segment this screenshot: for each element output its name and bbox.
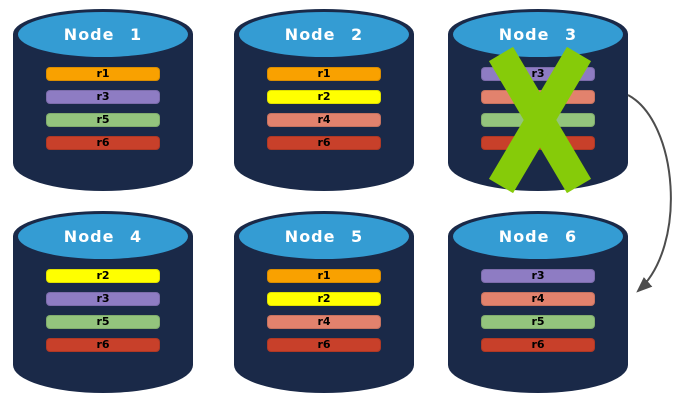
replica-bar-r2: r2 <box>267 90 381 104</box>
node-cylinder-body <box>234 236 414 393</box>
replica-bar-r5: r5 <box>46 113 160 127</box>
replica-bar-r6: r6 <box>481 338 595 352</box>
node-cylinder-1: r1 r3 r5 r6 Node 1 <box>13 9 193 191</box>
node-title: Node 4 <box>63 227 143 246</box>
replica-bar-r1: r1 <box>46 67 160 81</box>
replica-bar-r1: r1 <box>267 269 381 283</box>
replica-list: r2 r3 r5 r6 <box>46 269 160 352</box>
replica-bar-r3: r3 <box>481 269 595 283</box>
node-cylinder-top: Node 1 <box>18 12 188 57</box>
node-cylinder-top: Node 5 <box>239 214 409 259</box>
node-cylinder-body <box>448 236 628 393</box>
node-cylinder-body <box>234 34 414 191</box>
node-title: Node 5 <box>284 227 364 246</box>
replica-bar-r2: r2 <box>46 269 160 283</box>
replica-bar-r5: r5 <box>46 315 160 329</box>
replica-bar-r6: r6 <box>267 136 381 150</box>
node-cylinder-top: Node 2 <box>239 12 409 57</box>
replica-bar-r2: r2 <box>267 292 381 306</box>
replica-bar-r5: r5 <box>481 315 595 329</box>
replica-bar-r3: r3 <box>46 292 160 306</box>
crash-x-icon <box>488 47 592 193</box>
replica-bar-r4: r4 <box>267 315 381 329</box>
node-title: Node 3 <box>498 25 578 44</box>
replica-bar-r1: r1 <box>267 67 381 81</box>
replica-list: r3 r4 r5 r6 <box>481 269 595 352</box>
node-cylinder-top: Node 3 <box>453 12 623 57</box>
node-cylinder-body <box>13 236 193 393</box>
node-title: Node 2 <box>284 25 364 44</box>
node-title: Node 6 <box>498 227 578 246</box>
replica-list: r1 r3 r5 r6 <box>46 67 160 150</box>
node-cylinder-5: r1 r2 r4 r6 Node 5 <box>234 211 414 393</box>
replica-bar-r4: r4 <box>481 292 595 306</box>
replica-bar-r4: r4 <box>267 113 381 127</box>
replica-bar-r3: r3 <box>46 90 160 104</box>
replica-list: r1 r2 r4 r6 <box>267 269 381 352</box>
node-cylinder-6: r3 r4 r5 r6 Node 6 <box>448 211 628 393</box>
node-title: Node 1 <box>63 25 143 44</box>
node-cylinder-4: r2 r3 r5 r6 Node 4 <box>13 211 193 393</box>
node-cylinder-top: Node 4 <box>18 214 188 259</box>
replica-bar-r6: r6 <box>267 338 381 352</box>
node-cylinder-top: Node 6 <box>453 214 623 259</box>
failover-arrow-path <box>627 94 672 293</box>
node-cylinder-body <box>13 34 193 191</box>
replica-list: r1 r2 r4 r6 <box>267 67 381 150</box>
node-cylinder-2: r1 r2 r4 r6 Node 2 <box>234 9 414 191</box>
replica-bar-r6: r6 <box>46 136 160 150</box>
replica-bar-r6: r6 <box>46 338 160 352</box>
